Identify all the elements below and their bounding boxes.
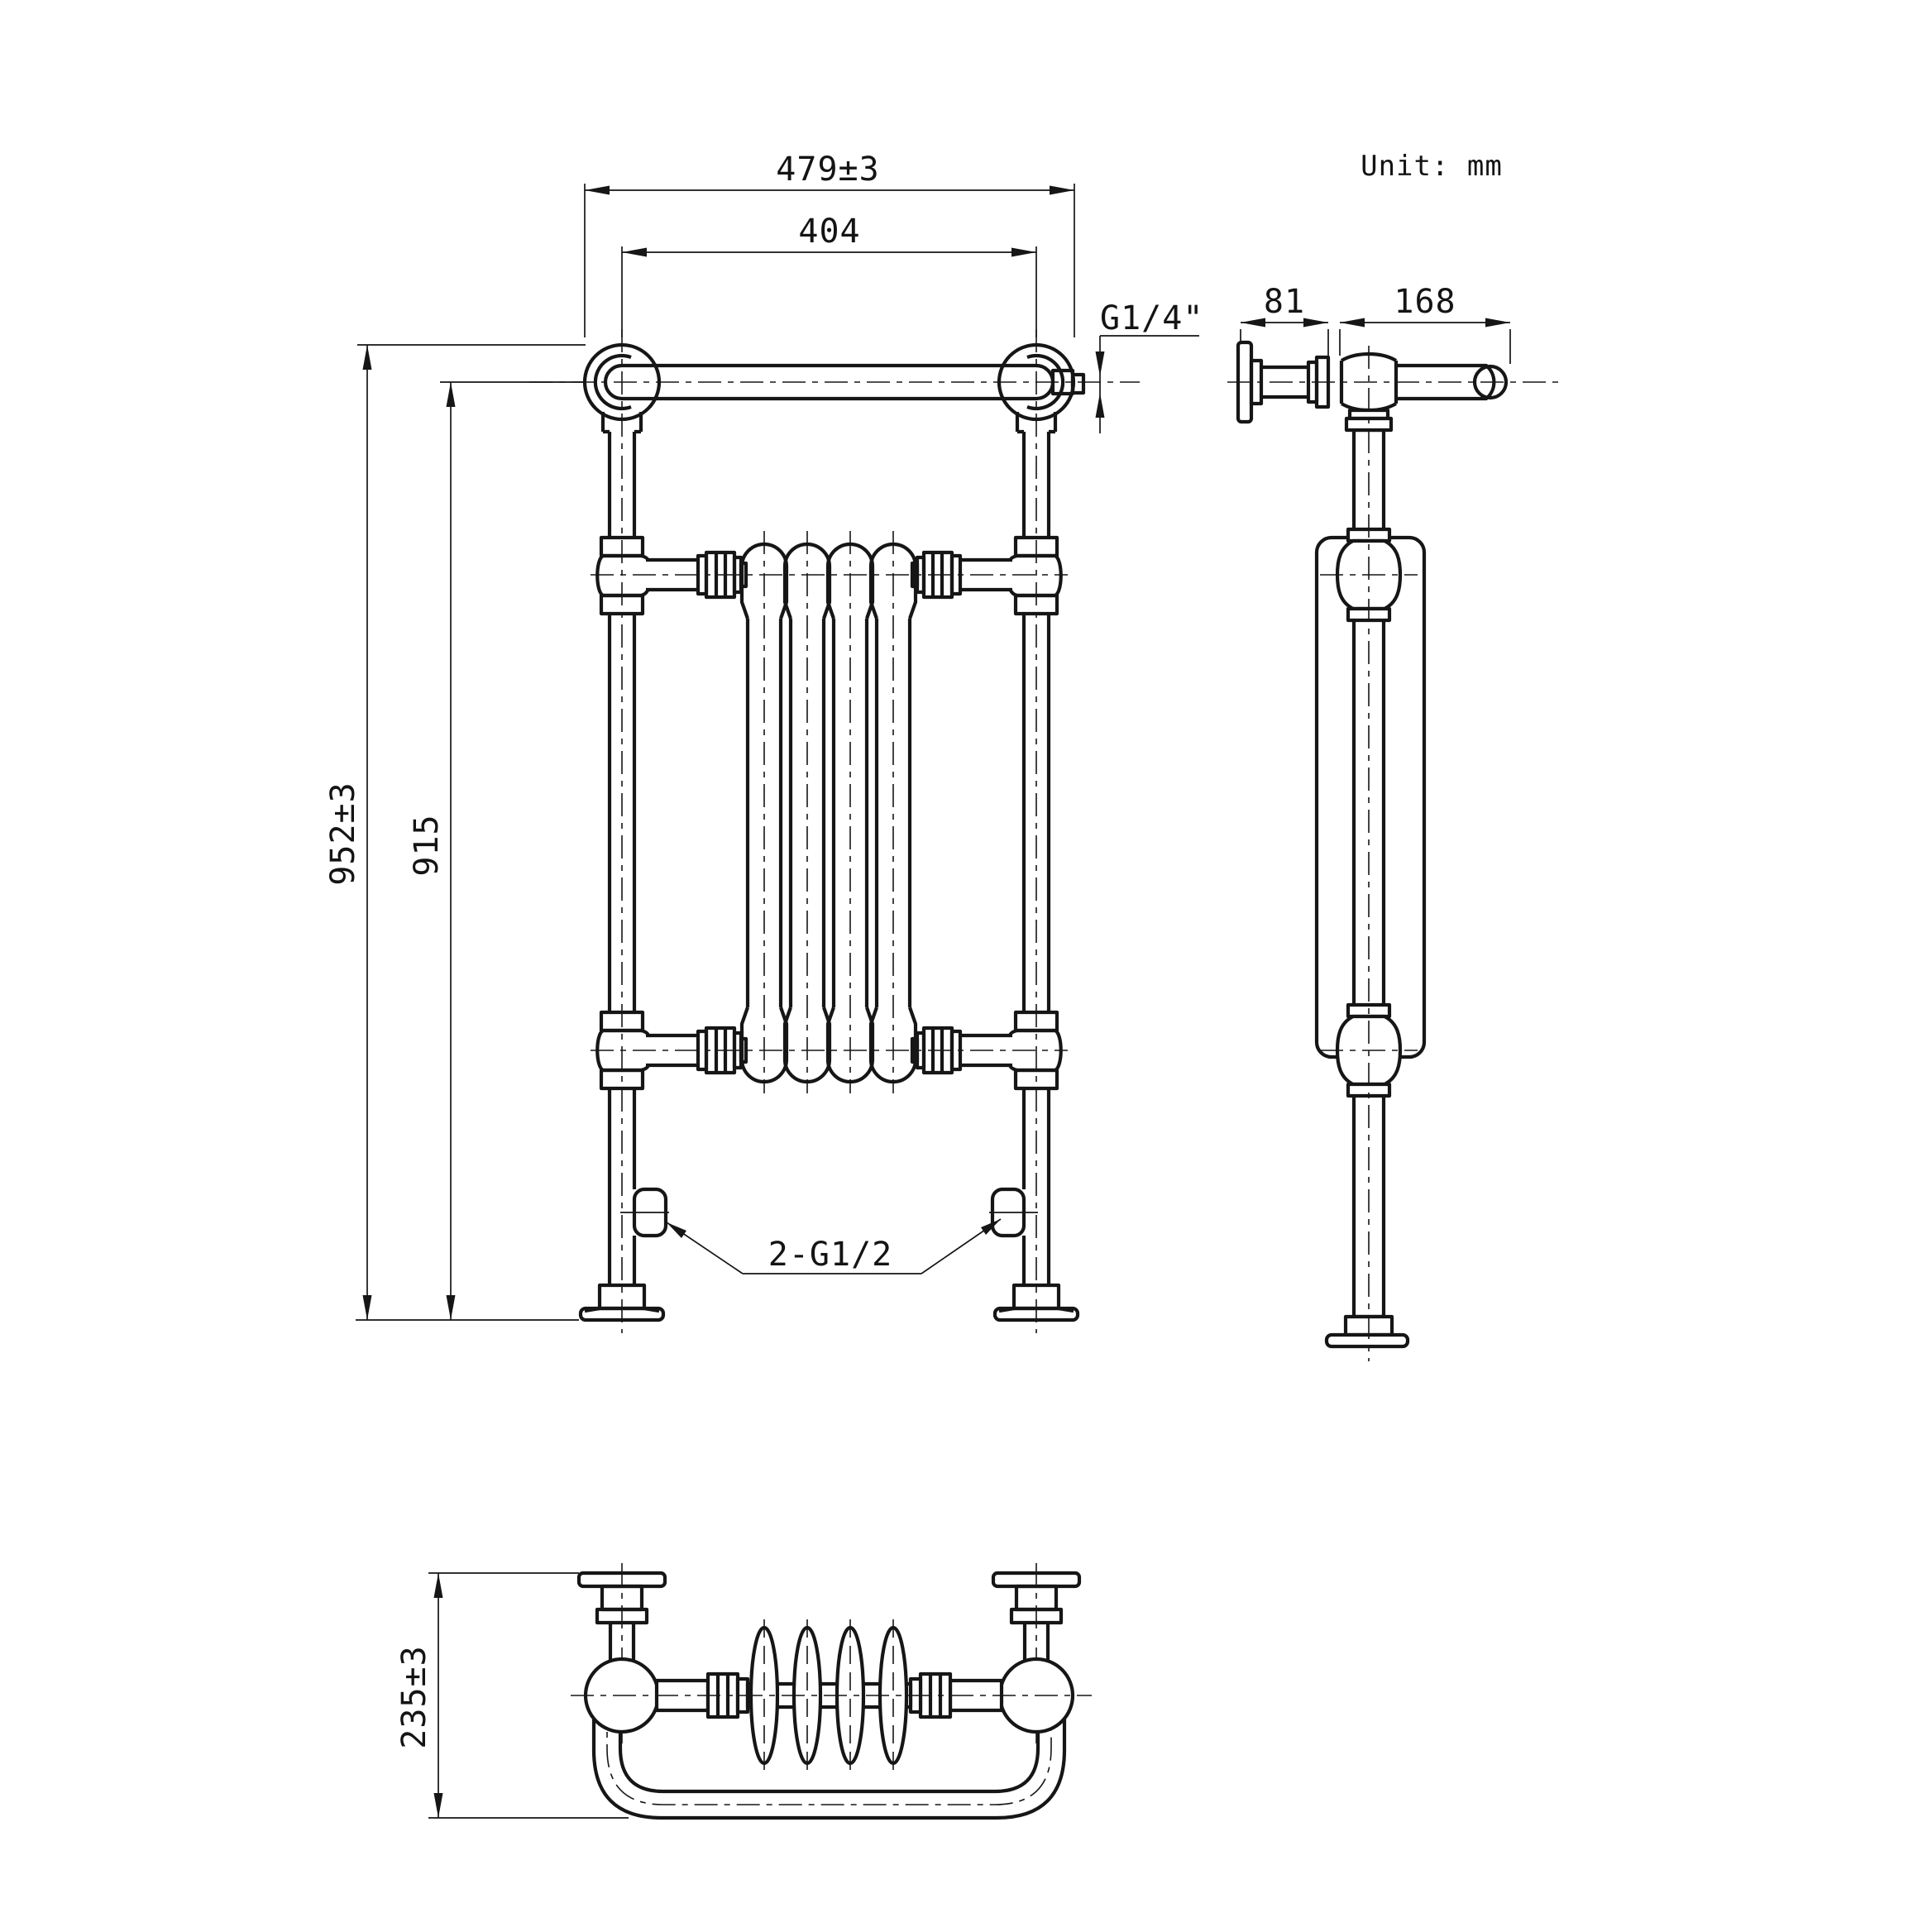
dim-flange-centers: 404 (798, 213, 860, 251)
dim-952-lines (356, 344, 586, 1321)
dim-arrow (1303, 318, 1328, 328)
dim-arrow (362, 1295, 372, 1320)
front-dimensions: 479±3 404 952±3 915 G1/4" 2-G1/2 (324, 151, 1203, 1321)
vent-leader-lines (1099, 335, 1199, 433)
front-view (529, 329, 1140, 1333)
side-rail-end-sphere (1472, 364, 1509, 400)
radiator-column-3 (828, 531, 873, 1093)
dim-arrow (1340, 318, 1365, 328)
dim-overall-width: 479±3 (776, 151, 879, 189)
dim-bracket-depth: 81 (1264, 283, 1305, 321)
plan-view (571, 1563, 1092, 1820)
leader-arrow (1095, 393, 1105, 418)
dim-arrow (433, 1793, 443, 1818)
towel-rail-tube (622, 363, 1036, 401)
radiator-column-4 (871, 531, 916, 1093)
dim-arrow (1011, 247, 1036, 257)
dim-rail-center-height: 915 (408, 814, 446, 876)
dim-overall-depth: 235±3 (395, 1645, 433, 1748)
leader-arrow (667, 1222, 686, 1238)
radiator-column-2 (785, 531, 830, 1093)
dim-81-lines (1240, 322, 1329, 356)
front-right-leg (989, 329, 1078, 1333)
dim-arrow (1050, 185, 1074, 195)
dim-915-lines (440, 381, 583, 1320)
dim-arrow (585, 185, 610, 195)
plan-dimensions: 235±3 (395, 1572, 629, 1819)
front-left-leg (581, 329, 669, 1333)
label-vent-thread: G1/4" (1100, 299, 1203, 337)
label-valve-threads: 2-G1/2 (768, 1236, 893, 1274)
side-view (1227, 340, 1558, 1361)
leader-arrow (981, 1219, 1001, 1235)
dim-arrow (622, 247, 647, 257)
dim-arrow (1241, 318, 1265, 328)
dim-overall-height: 952±3 (324, 782, 362, 885)
dim-404-lines (621, 246, 1037, 337)
plan-rail-centerline (606, 1702, 1052, 1805)
dim-arrow (362, 345, 372, 370)
dim-arrow (1485, 318, 1510, 328)
dim-479-lines (584, 184, 1075, 337)
dim-arrow (433, 1573, 443, 1598)
vent-plug-nipple (1070, 372, 1086, 395)
plan-header-hub (756, 1681, 902, 1710)
dim-arrow (446, 1295, 456, 1320)
dim-rail-depth: 168 (1394, 283, 1456, 321)
side-bracket-stem (1261, 365, 1308, 399)
dim-168-lines (1339, 322, 1511, 364)
radiator-column-1 (742, 531, 787, 1093)
dim-235-lines (428, 1572, 629, 1819)
plan-rail-outer (591, 1705, 1067, 1820)
unit-note: Unit: mm (1361, 150, 1503, 183)
side-foot-plate (1324, 1332, 1410, 1349)
dim-arrow (446, 382, 456, 407)
side-dimensions: 81 168 (1240, 283, 1511, 364)
plan-rail-inner (618, 1712, 1040, 1794)
leader-arrow (1095, 351, 1105, 376)
